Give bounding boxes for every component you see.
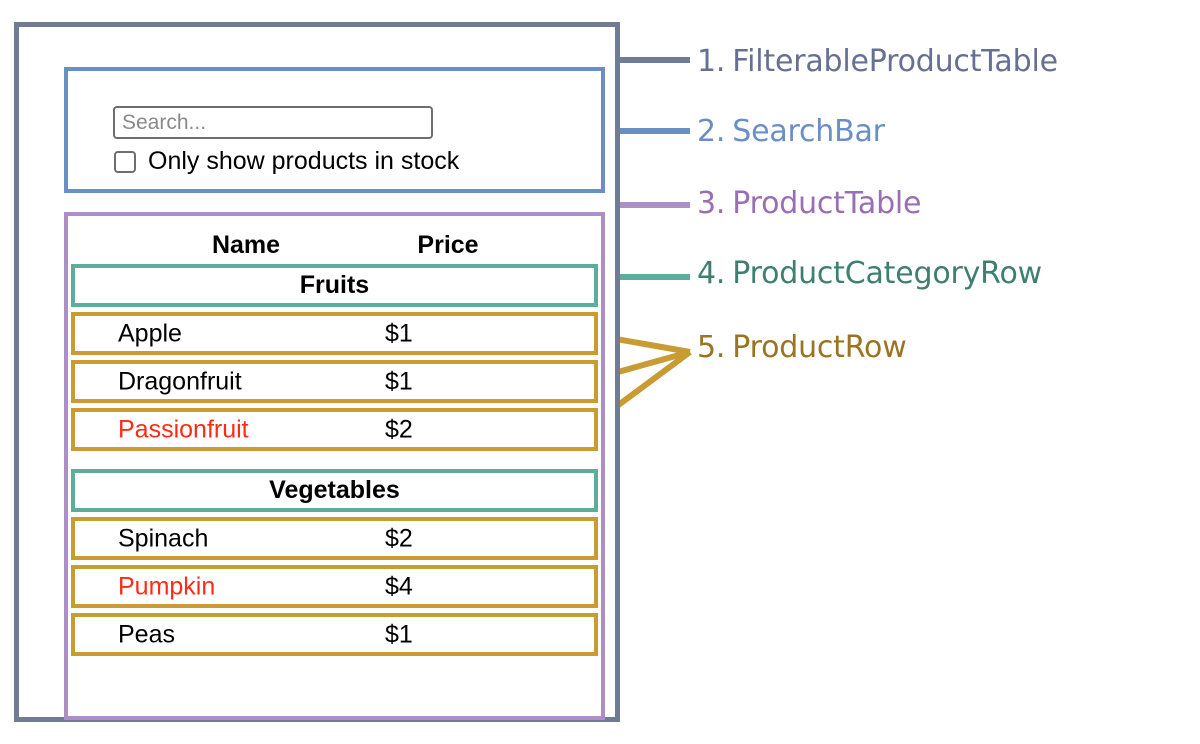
section-spacer (68, 456, 601, 469)
product-row-price: $1 (385, 620, 413, 648)
product-row-name: Dragonfruit (118, 367, 242, 395)
product-row-price: $1 (385, 319, 413, 347)
legend-item-filterable-product-table: 1.FilterableProductTable (697, 44, 1058, 79)
product-table-body: Fruits Apple $1 Dragonfruit $1 Passionfr… (68, 264, 601, 661)
legend-number: 4. (697, 256, 726, 291)
legend-label-text: ProductRow (732, 330, 907, 365)
in-stock-filter-row[interactable]: Only show products in stock (114, 149, 459, 174)
legend-label-text: ProductCategoryRow (732, 256, 1042, 291)
product-row: Dragonfruit $1 (71, 360, 598, 403)
legend-item-product-table: 3.ProductTable (697, 186, 922, 221)
legend-number: 5. (697, 330, 726, 365)
product-category-row-label: Vegetables (269, 476, 400, 504)
search-input[interactable] (113, 106, 433, 139)
search-bar: Only show products in stock (64, 67, 605, 193)
product-row: Spinach $2 (71, 517, 598, 560)
product-row-price: $2 (385, 524, 413, 552)
legend-number: 3. (697, 186, 726, 221)
product-row-name: Spinach (118, 524, 209, 552)
product-row-price: $2 (385, 415, 413, 443)
product-row-name: Pumpkin (118, 572, 216, 600)
legend-label-text: FilterableProductTable (732, 44, 1058, 79)
product-category-row: Vegetables (71, 469, 598, 512)
product-category-row: Fruits (71, 264, 598, 307)
in-stock-checkbox[interactable] (114, 150, 136, 173)
product-row-name: Passionfruit (118, 415, 249, 443)
legend-number: 2. (697, 114, 726, 149)
product-table: Name Price Fruits Apple $1 Dragonfruit $… (64, 212, 605, 720)
legend-item-product-row: 5.ProductRow (697, 330, 907, 365)
product-row: Passionfruit $2 (71, 408, 598, 451)
legend-label-text: SearchBar (732, 114, 885, 149)
in-stock-checkbox-label: Only show products in stock (148, 147, 460, 175)
product-row: Apple $1 (71, 312, 598, 355)
legend-number: 1. (697, 44, 726, 79)
product-row-name: Apple (118, 319, 182, 347)
legend-item-product-category-row: 4.ProductCategoryRow (697, 256, 1042, 291)
column-header-name: Name (211, 230, 281, 259)
product-category-row-label: Fruits (299, 271, 370, 299)
product-row: Pumpkin $4 (71, 565, 598, 608)
legend-label-text: ProductTable (732, 186, 922, 221)
filterable-product-table: Only show products in stock Name Price F… (14, 22, 620, 722)
column-header-price: Price (417, 230, 479, 259)
product-row-price: $1 (385, 367, 413, 395)
product-row-name: Peas (118, 620, 175, 648)
product-row: Peas $1 (71, 613, 598, 656)
product-row-price: $4 (385, 572, 413, 600)
legend-item-search-bar: 2.SearchBar (697, 114, 885, 149)
product-table-header-row: Name Price (68, 226, 601, 264)
